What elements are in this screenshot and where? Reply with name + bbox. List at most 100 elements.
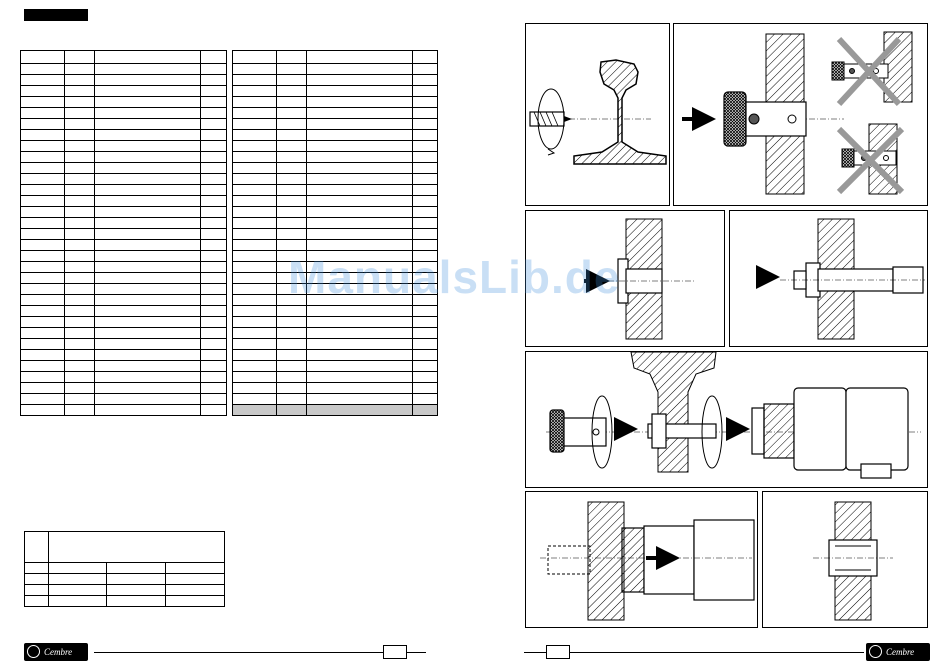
figure-drill-rail <box>525 23 670 206</box>
table-row <box>20 228 227 240</box>
table-row <box>20 151 227 163</box>
cross-out-icon <box>836 126 905 195</box>
table-row <box>232 228 438 240</box>
table-row <box>20 393 227 405</box>
table-row <box>20 404 227 416</box>
table-row <box>20 74 227 86</box>
table-row <box>232 173 438 185</box>
table-row <box>20 107 227 119</box>
table-row <box>232 74 438 86</box>
footer-rule <box>524 652 864 653</box>
cembre-mark-icon <box>869 645 882 658</box>
brand-name: Cembre <box>886 647 915 657</box>
table-row <box>20 63 227 75</box>
figure-gauge-check <box>673 23 928 206</box>
table-row <box>232 96 438 108</box>
table-row <box>20 217 227 229</box>
table-row <box>232 382 438 394</box>
tool-head <box>793 387 847 471</box>
table-row <box>232 184 438 196</box>
table-row <box>232 316 438 328</box>
table-row <box>232 107 438 119</box>
table-row <box>20 371 227 383</box>
table-row <box>232 305 438 317</box>
table-row <box>20 272 227 284</box>
rotation-arrow-icon <box>537 88 565 150</box>
table-row <box>232 206 438 218</box>
table-row <box>20 338 227 350</box>
table-row <box>232 85 438 97</box>
summary-header-cell <box>24 531 49 563</box>
page-number-box <box>383 645 407 659</box>
table-row <box>24 573 226 585</box>
table-row <box>20 96 227 108</box>
table-row <box>232 349 438 361</box>
rail-section <box>573 59 667 165</box>
table-row <box>232 151 438 163</box>
table-header-row <box>232 50 438 64</box>
table-row <box>20 360 227 372</box>
summary-header-cell <box>47 531 226 552</box>
summary-table <box>24 531 226 607</box>
table-row <box>20 162 227 174</box>
rotation-arrow-icon <box>591 395 613 469</box>
header-title-bar <box>24 9 88 21</box>
table-row <box>20 261 227 273</box>
table-row <box>20 316 227 328</box>
table-row <box>232 250 438 262</box>
table-row <box>20 382 227 394</box>
cembre-mark-icon <box>27 645 40 658</box>
figure-install-fastener <box>729 210 928 347</box>
table-row <box>232 129 438 141</box>
table-row <box>20 129 227 141</box>
figure-finished-bushing <box>762 491 928 628</box>
table-row <box>232 393 438 405</box>
table-row <box>20 349 227 361</box>
table-row <box>232 118 438 130</box>
table-row <box>20 283 227 295</box>
table-row <box>20 294 227 306</box>
table-row <box>24 562 226 574</box>
watermark: ManualsLib.de <box>288 251 621 303</box>
table-row <box>20 140 227 152</box>
cross-out-icon <box>836 36 902 107</box>
parts-table-left <box>20 50 227 416</box>
table-row <box>232 294 438 306</box>
table-row <box>20 118 227 130</box>
table-row <box>20 85 227 97</box>
table-row <box>24 584 226 596</box>
table-row <box>20 305 227 317</box>
table-row <box>232 239 438 251</box>
cembre-logo: Cembre <box>866 643 930 661</box>
table-row <box>232 338 438 350</box>
table-row <box>232 217 438 229</box>
table-row <box>20 195 227 207</box>
table-row <box>232 283 438 295</box>
table-row <box>232 327 438 339</box>
table-row <box>232 272 438 284</box>
brand-name: Cembre <box>44 647 73 657</box>
table-row <box>232 162 438 174</box>
table-row <box>20 206 227 218</box>
table-row <box>232 360 438 372</box>
rotation-arrow-icon <box>701 395 723 469</box>
table-row <box>20 250 227 262</box>
table-header-row <box>20 50 227 64</box>
figure-riveting-section <box>525 491 758 628</box>
table-row <box>20 173 227 185</box>
table-row <box>232 140 438 152</box>
figure-insert-bushing <box>525 210 725 347</box>
page-number-box <box>546 645 570 659</box>
cembre-logo: Cembre <box>24 643 88 661</box>
figure-assembly-sequence <box>525 351 928 488</box>
table-row <box>20 239 227 251</box>
table-row <box>232 371 438 383</box>
table-row <box>232 404 438 416</box>
table-row <box>20 327 227 339</box>
table-row <box>232 63 438 75</box>
table-row <box>232 195 438 207</box>
footer-rule <box>94 652 426 653</box>
table-row <box>24 595 226 607</box>
gauge-knob <box>723 91 747 147</box>
parts-table-right <box>232 50 438 416</box>
